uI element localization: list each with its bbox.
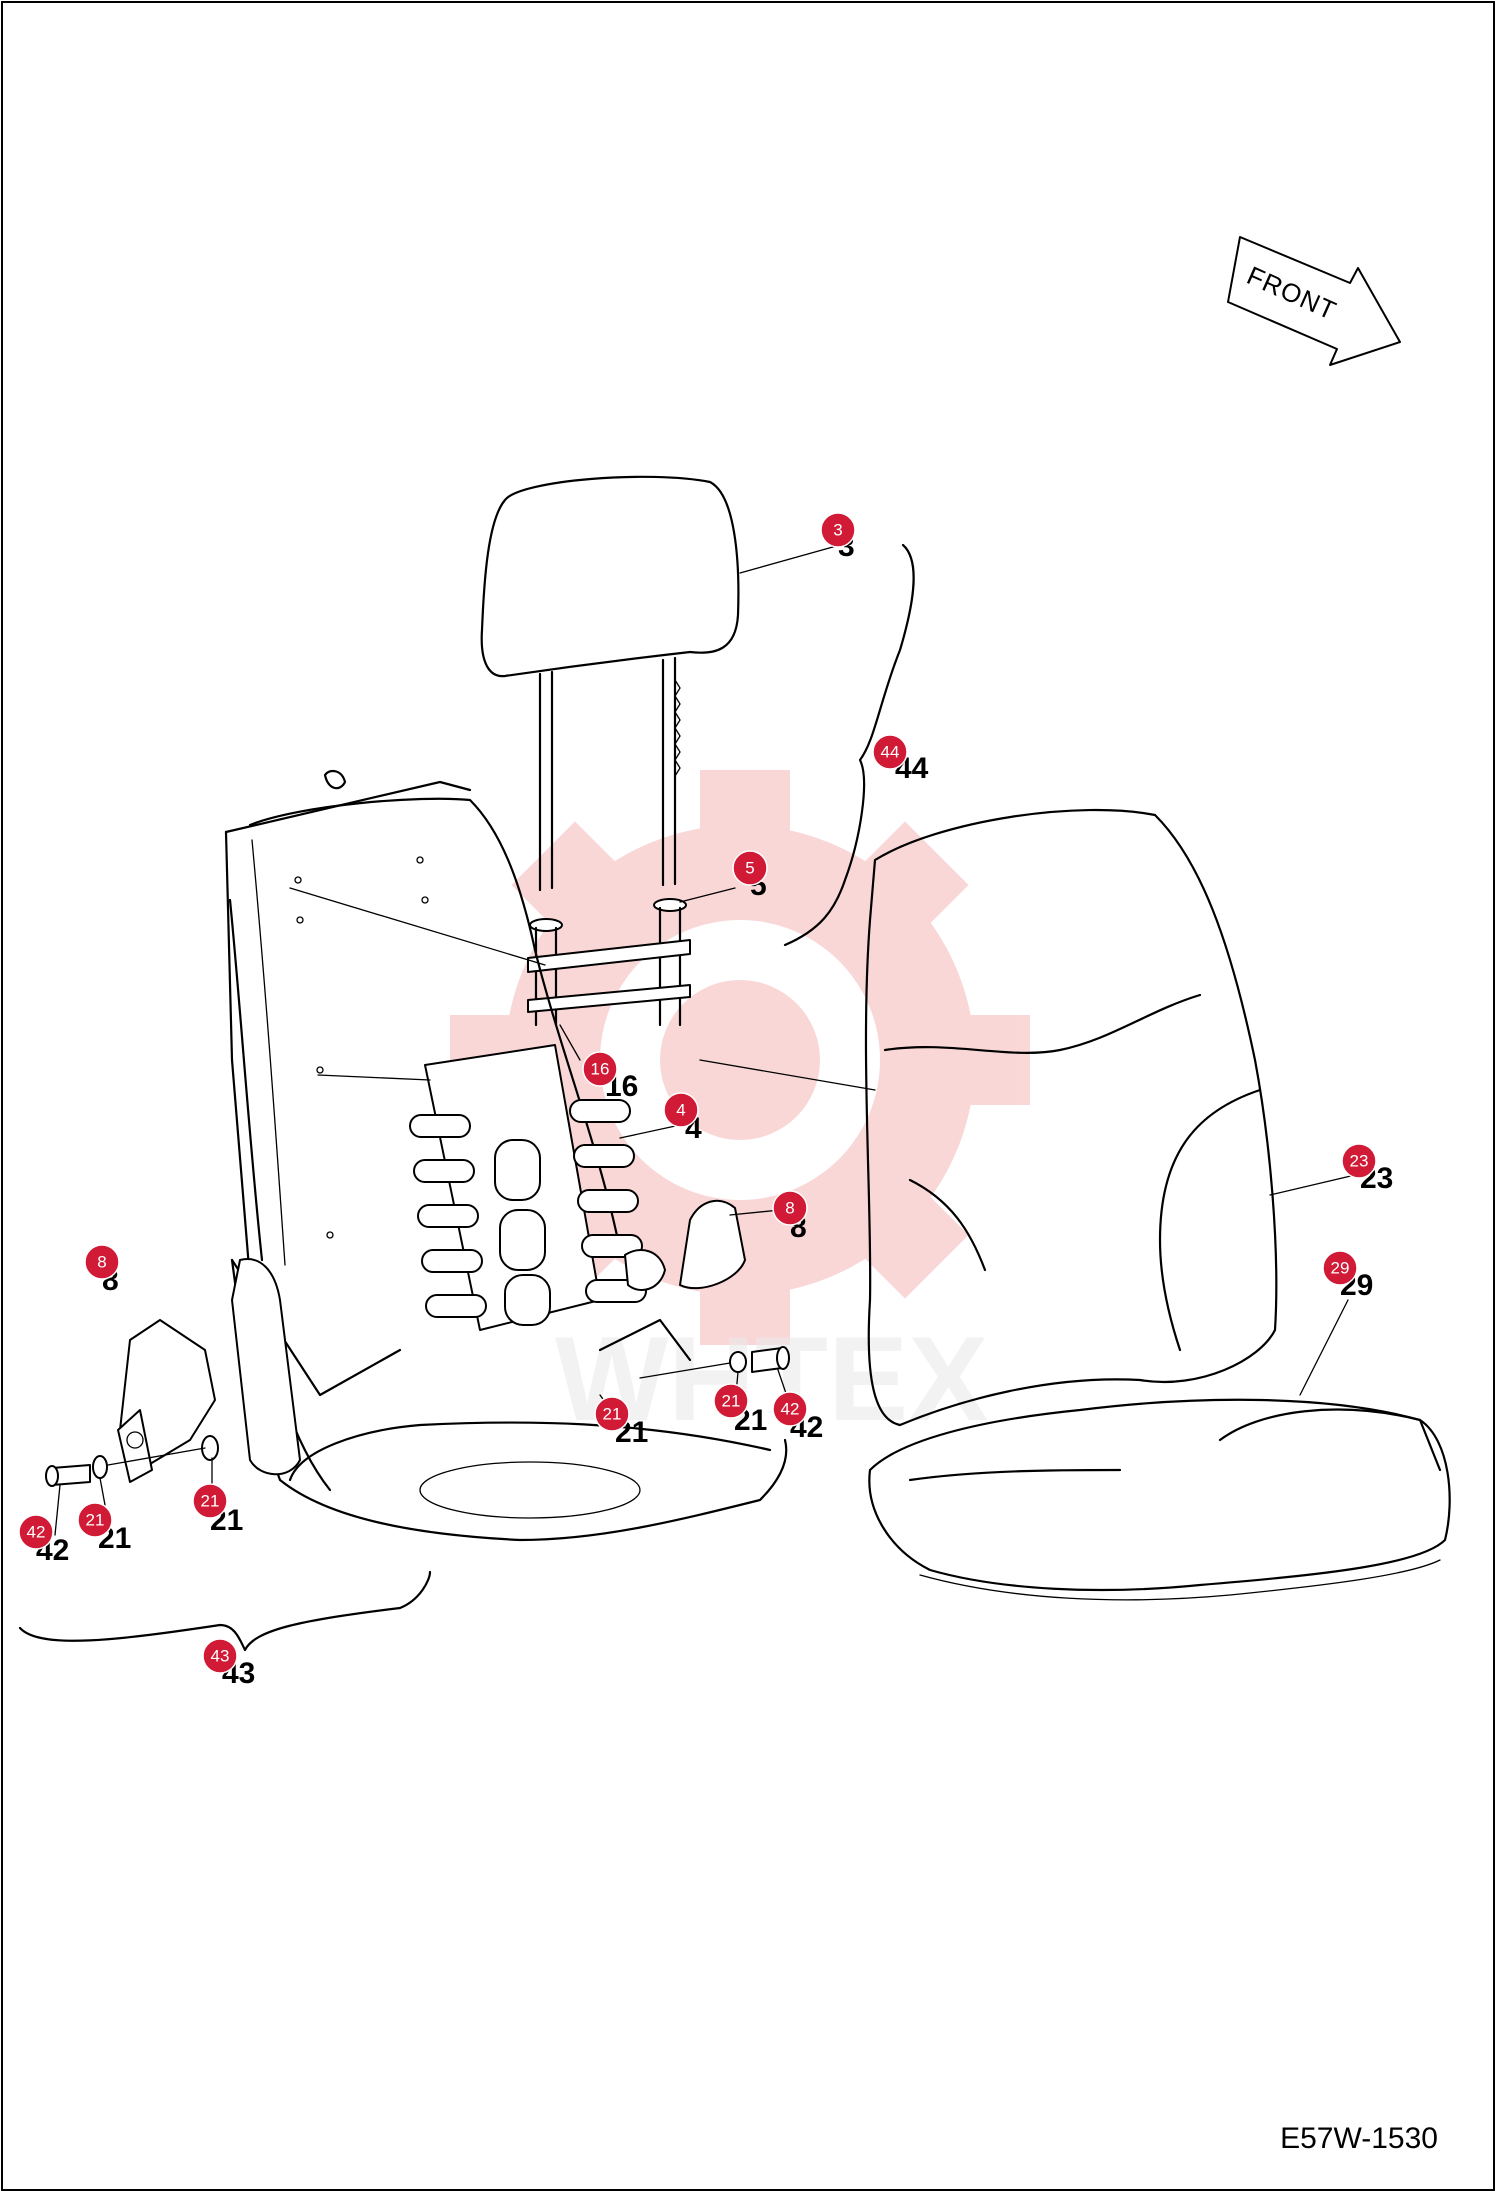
group-bracket-44 xyxy=(783,543,915,947)
bolt-washer-left xyxy=(45,1435,219,1487)
seat-base-frame xyxy=(230,1258,788,1542)
svg-text:23: 23 xyxy=(1350,1152,1369,1171)
group-bracket-43 xyxy=(18,1570,432,1652)
svg-text:8: 8 xyxy=(97,1253,106,1272)
leader-lines xyxy=(54,544,1356,1536)
svg-text:8: 8 xyxy=(785,1199,794,1218)
headrest xyxy=(480,475,740,892)
svg-text:44: 44 xyxy=(881,743,900,762)
badge-4: 4 xyxy=(663,1092,699,1128)
badge-16: 16 xyxy=(582,1051,618,1087)
lumbar-spring-plate xyxy=(409,1044,647,1331)
watermark-logo: WHTEX xyxy=(450,770,1030,1446)
diagram-code: E57W-1530 xyxy=(1280,2122,1438,2155)
badge-5: 5 xyxy=(732,850,768,886)
svg-text:16: 16 xyxy=(591,1060,610,1079)
svg-text:3: 3 xyxy=(833,521,842,540)
headrest-guide-bracket xyxy=(527,898,691,1027)
badge-21d: 21 xyxy=(713,1383,749,1419)
front-arrow-icon: FRONT xyxy=(1227,236,1401,366)
badge-43: 43 xyxy=(202,1638,238,1674)
svg-text:21: 21 xyxy=(722,1392,741,1411)
badge-21a: 21 xyxy=(77,1502,113,1538)
recline-lever xyxy=(598,1199,746,1362)
badge-29: 29 xyxy=(1322,1250,1358,1286)
svg-text:21: 21 xyxy=(86,1511,105,1530)
badge-42b: 42 xyxy=(772,1391,808,1427)
svg-text:21: 21 xyxy=(603,1405,622,1424)
seat-back-cushion xyxy=(864,808,1278,1427)
bolt-washer-right xyxy=(639,1346,790,1379)
badge-21c: 21 xyxy=(594,1396,630,1432)
badge-8b: 8 xyxy=(772,1190,808,1226)
badge-23: 23 xyxy=(1341,1143,1377,1179)
svg-text:4: 4 xyxy=(676,1101,685,1120)
svg-text:42: 42 xyxy=(781,1400,800,1419)
left-recline-handle xyxy=(117,1319,216,1483)
svg-text:21: 21 xyxy=(201,1492,220,1511)
badge-44: 44 xyxy=(872,734,908,770)
svg-text:43: 43 xyxy=(211,1647,230,1666)
badge-42a: 42 xyxy=(18,1514,54,1550)
badge-3: 3 xyxy=(820,512,856,548)
svg-text:42: 42 xyxy=(27,1523,46,1542)
part-badges: 3 44 5 16 4 8 8 23 29 21 21 42 42 21 21 … xyxy=(18,512,1377,1674)
svg-text:29: 29 xyxy=(1331,1259,1350,1278)
watermark-text: WHTEX xyxy=(555,1312,988,1446)
badge-8a: 8 xyxy=(84,1244,120,1280)
badge-21b: 21 xyxy=(192,1483,228,1519)
seat-cushion xyxy=(868,1398,1451,1601)
svg-text:5: 5 xyxy=(745,859,754,878)
